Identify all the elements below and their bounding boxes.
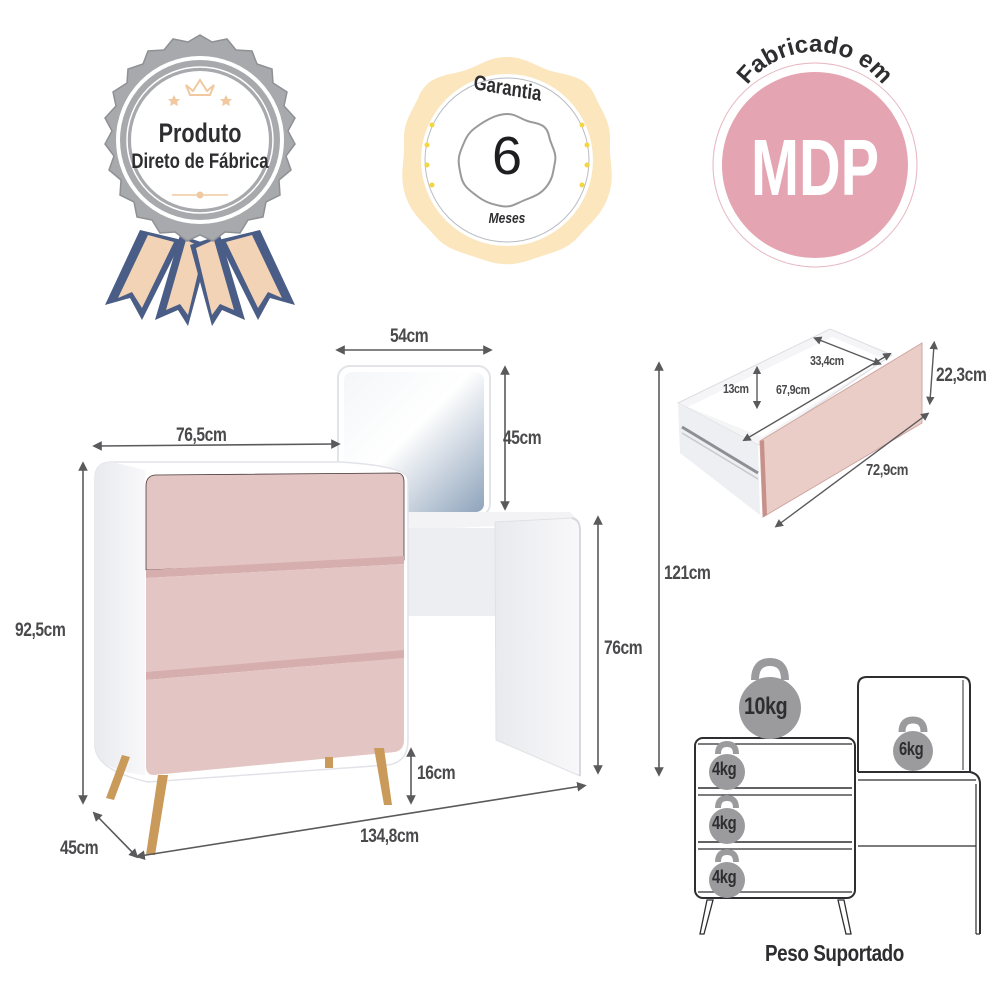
mdp-circle-icon: Fabricado em — [712, 31, 918, 268]
weight-top-label: 10kg — [744, 693, 788, 720]
warranty-seal-icon — [402, 57, 612, 265]
weight-capacity-title: Peso Suportado — [765, 940, 904, 966]
dresser-height-label: 92,5cm — [15, 620, 66, 641]
drawer-inner-height-label: 13cm — [723, 381, 749, 396]
drawer-inner-length-label: 67,9cm — [776, 382, 810, 397]
mirror-height-label: 45cm — [503, 428, 542, 449]
material-label: MDP — [750, 123, 880, 212]
dresser-width-label: 76,5cm — [176, 425, 227, 446]
weight-drawer2-label: 4kg — [712, 813, 737, 833]
drawer-drawing — [676, 328, 938, 528]
rosette-icon — [104, 34, 296, 326]
kettlebell-6kg-icon — [893, 716, 933, 771]
warranty-bottom-label: Meses — [488, 210, 526, 227]
leg-height-label: 16cm — [417, 763, 456, 784]
weight-drawer1-label: 4kg — [712, 759, 737, 779]
weight-capacity-diagram: 10kg 4kg 4kg 4kg 6kg Peso Suportado — [680, 650, 1000, 980]
drawer-inner-depth-label: 33,4cm — [810, 353, 844, 368]
weight-outline-drawing — [694, 657, 981, 935]
material-badge: Fabricado em MDP — [700, 30, 930, 270]
factory-badge-line2: Direto de Fábrica — [131, 150, 269, 173]
warranty-badge: Garantia 6 Meses — [400, 55, 615, 265]
factory-direct-badge: Produto Direto de Fábrica — [70, 30, 330, 330]
drawer-front-width-label: 72,9cm — [866, 462, 909, 479]
total-width-label: 134,8cm — [360, 826, 419, 847]
drawer-front-height-label: 22,3cm — [936, 365, 987, 386]
weight-desk-label: 6kg — [899, 739, 924, 759]
warranty-number: 6 — [491, 126, 523, 186]
factory-badge-line1: Produto — [158, 118, 242, 148]
depth-label: 45cm — [60, 838, 99, 859]
desk-height-label: 76cm — [604, 638, 643, 659]
kettlebell-drawer3-icon — [709, 848, 745, 898]
kettlebell-drawer2-icon — [709, 794, 745, 844]
mirror-width-label: 54cm — [390, 326, 429, 347]
weight-drawer3-label: 4kg — [712, 867, 737, 887]
drawer-detail: 33,4cm 13cm 67,9cm 22,3cm 72,9cm — [660, 315, 1000, 535]
kettlebell-10kg-icon — [739, 657, 801, 739]
kettlebell-drawer1-icon — [709, 740, 745, 790]
total-height-label: 121cm — [664, 563, 711, 584]
